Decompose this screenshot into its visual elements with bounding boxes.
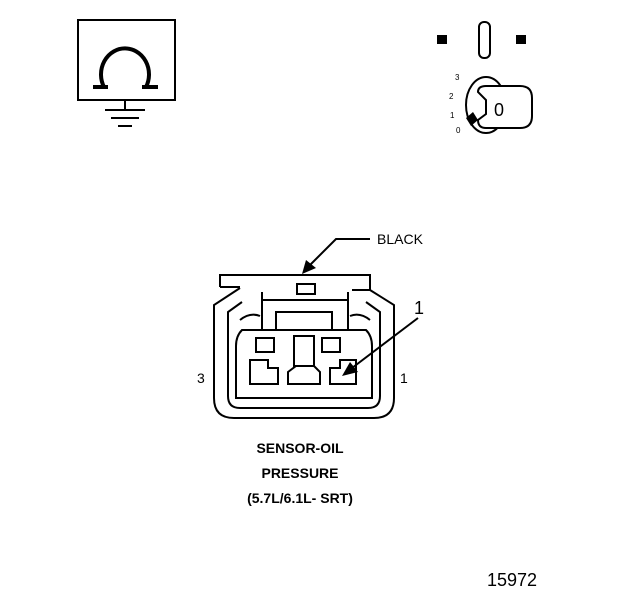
connector-face: [213, 274, 395, 419]
key-label: 0: [494, 100, 504, 120]
pin-number-left: 3: [197, 370, 205, 386]
ignition-position-0: 0: [456, 126, 461, 135]
caption-line-2: PRESSURE: [261, 465, 339, 481]
ignition-switch-icon: [437, 21, 533, 134]
ignition-position-1: 1: [450, 111, 455, 120]
black-leader-arrow: [302, 238, 370, 274]
connector-color-label: BLACK: [377, 231, 423, 247]
caption-line-3: (5.7L/6.1L- SRT): [247, 490, 353, 506]
ignition-position-2: 2: [449, 92, 454, 101]
figure-number: 15972: [487, 570, 538, 590]
pin-1-leader-arrow: [342, 317, 419, 376]
callout-number: 1: [414, 298, 425, 318]
pin-number-right: 1: [400, 370, 408, 386]
ignition-position-3: 3: [455, 73, 460, 82]
ohmmeter-icon: [77, 19, 176, 101]
caption-line-1: SENSOR-OIL: [256, 440, 344, 456]
ground-icon: [105, 100, 145, 127]
